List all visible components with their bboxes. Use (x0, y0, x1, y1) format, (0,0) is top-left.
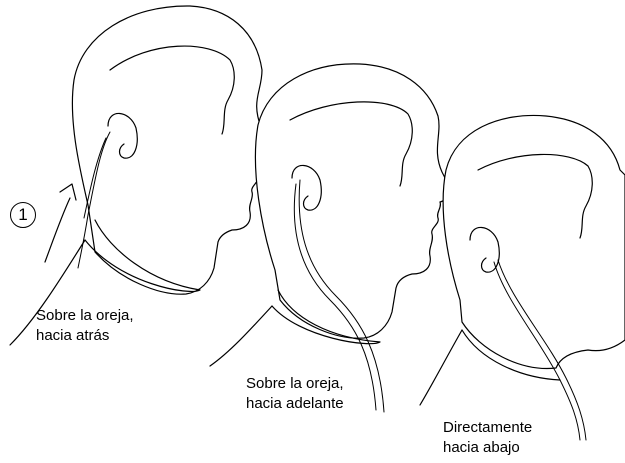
hair-3 (477, 153, 593, 239)
head-3-outline (442, 114, 625, 370)
ear-2 (291, 164, 322, 211)
hair-1 (109, 45, 235, 135)
caption-down-line2: hacia abajo (443, 439, 520, 456)
step-number-marker: 1 (10, 202, 36, 228)
caption-over-ear-behind: Sobre la oreja, hacia atrás (36, 306, 134, 346)
ear-1 (107, 112, 138, 159)
collar-2 (271, 289, 381, 345)
collar-1 (84, 219, 201, 293)
cable-2b (298, 179, 385, 413)
hair-2 (289, 101, 413, 187)
up-arrow (44, 183, 77, 263)
caption-behind-line1: Sobre la oreja, (36, 307, 134, 324)
head-1-outline (71, 5, 269, 295)
cable-3 (493, 261, 581, 441)
head-2-outline (254, 63, 449, 339)
cable-1 (77, 131, 111, 269)
figure-straight-down (419, 114, 625, 441)
figure-over-ear-forward (209, 63, 449, 413)
caption-forward-line2: hacia adelante (246, 395, 344, 412)
caption-behind-line2: hacia atrás (36, 327, 110, 344)
cable-1b (83, 137, 107, 219)
shoulder-1 (9, 239, 86, 346)
shoulder-3 (419, 329, 463, 406)
cable-2 (293, 183, 377, 411)
collar-3 (461, 329, 561, 381)
caption-forward-line1: Sobre la oreja, (246, 375, 344, 392)
ear-3 (469, 226, 500, 273)
caption-straight-down: Directamente hacia abajo (443, 418, 532, 458)
figure-over-ear-behind (9, 5, 269, 346)
caption-over-ear-forward: Sobre la oreja, hacia adelante (246, 374, 344, 414)
caption-down-line1: Directamente (443, 419, 533, 436)
cable-3b (497, 259, 587, 441)
shoulder-2 (209, 305, 273, 367)
